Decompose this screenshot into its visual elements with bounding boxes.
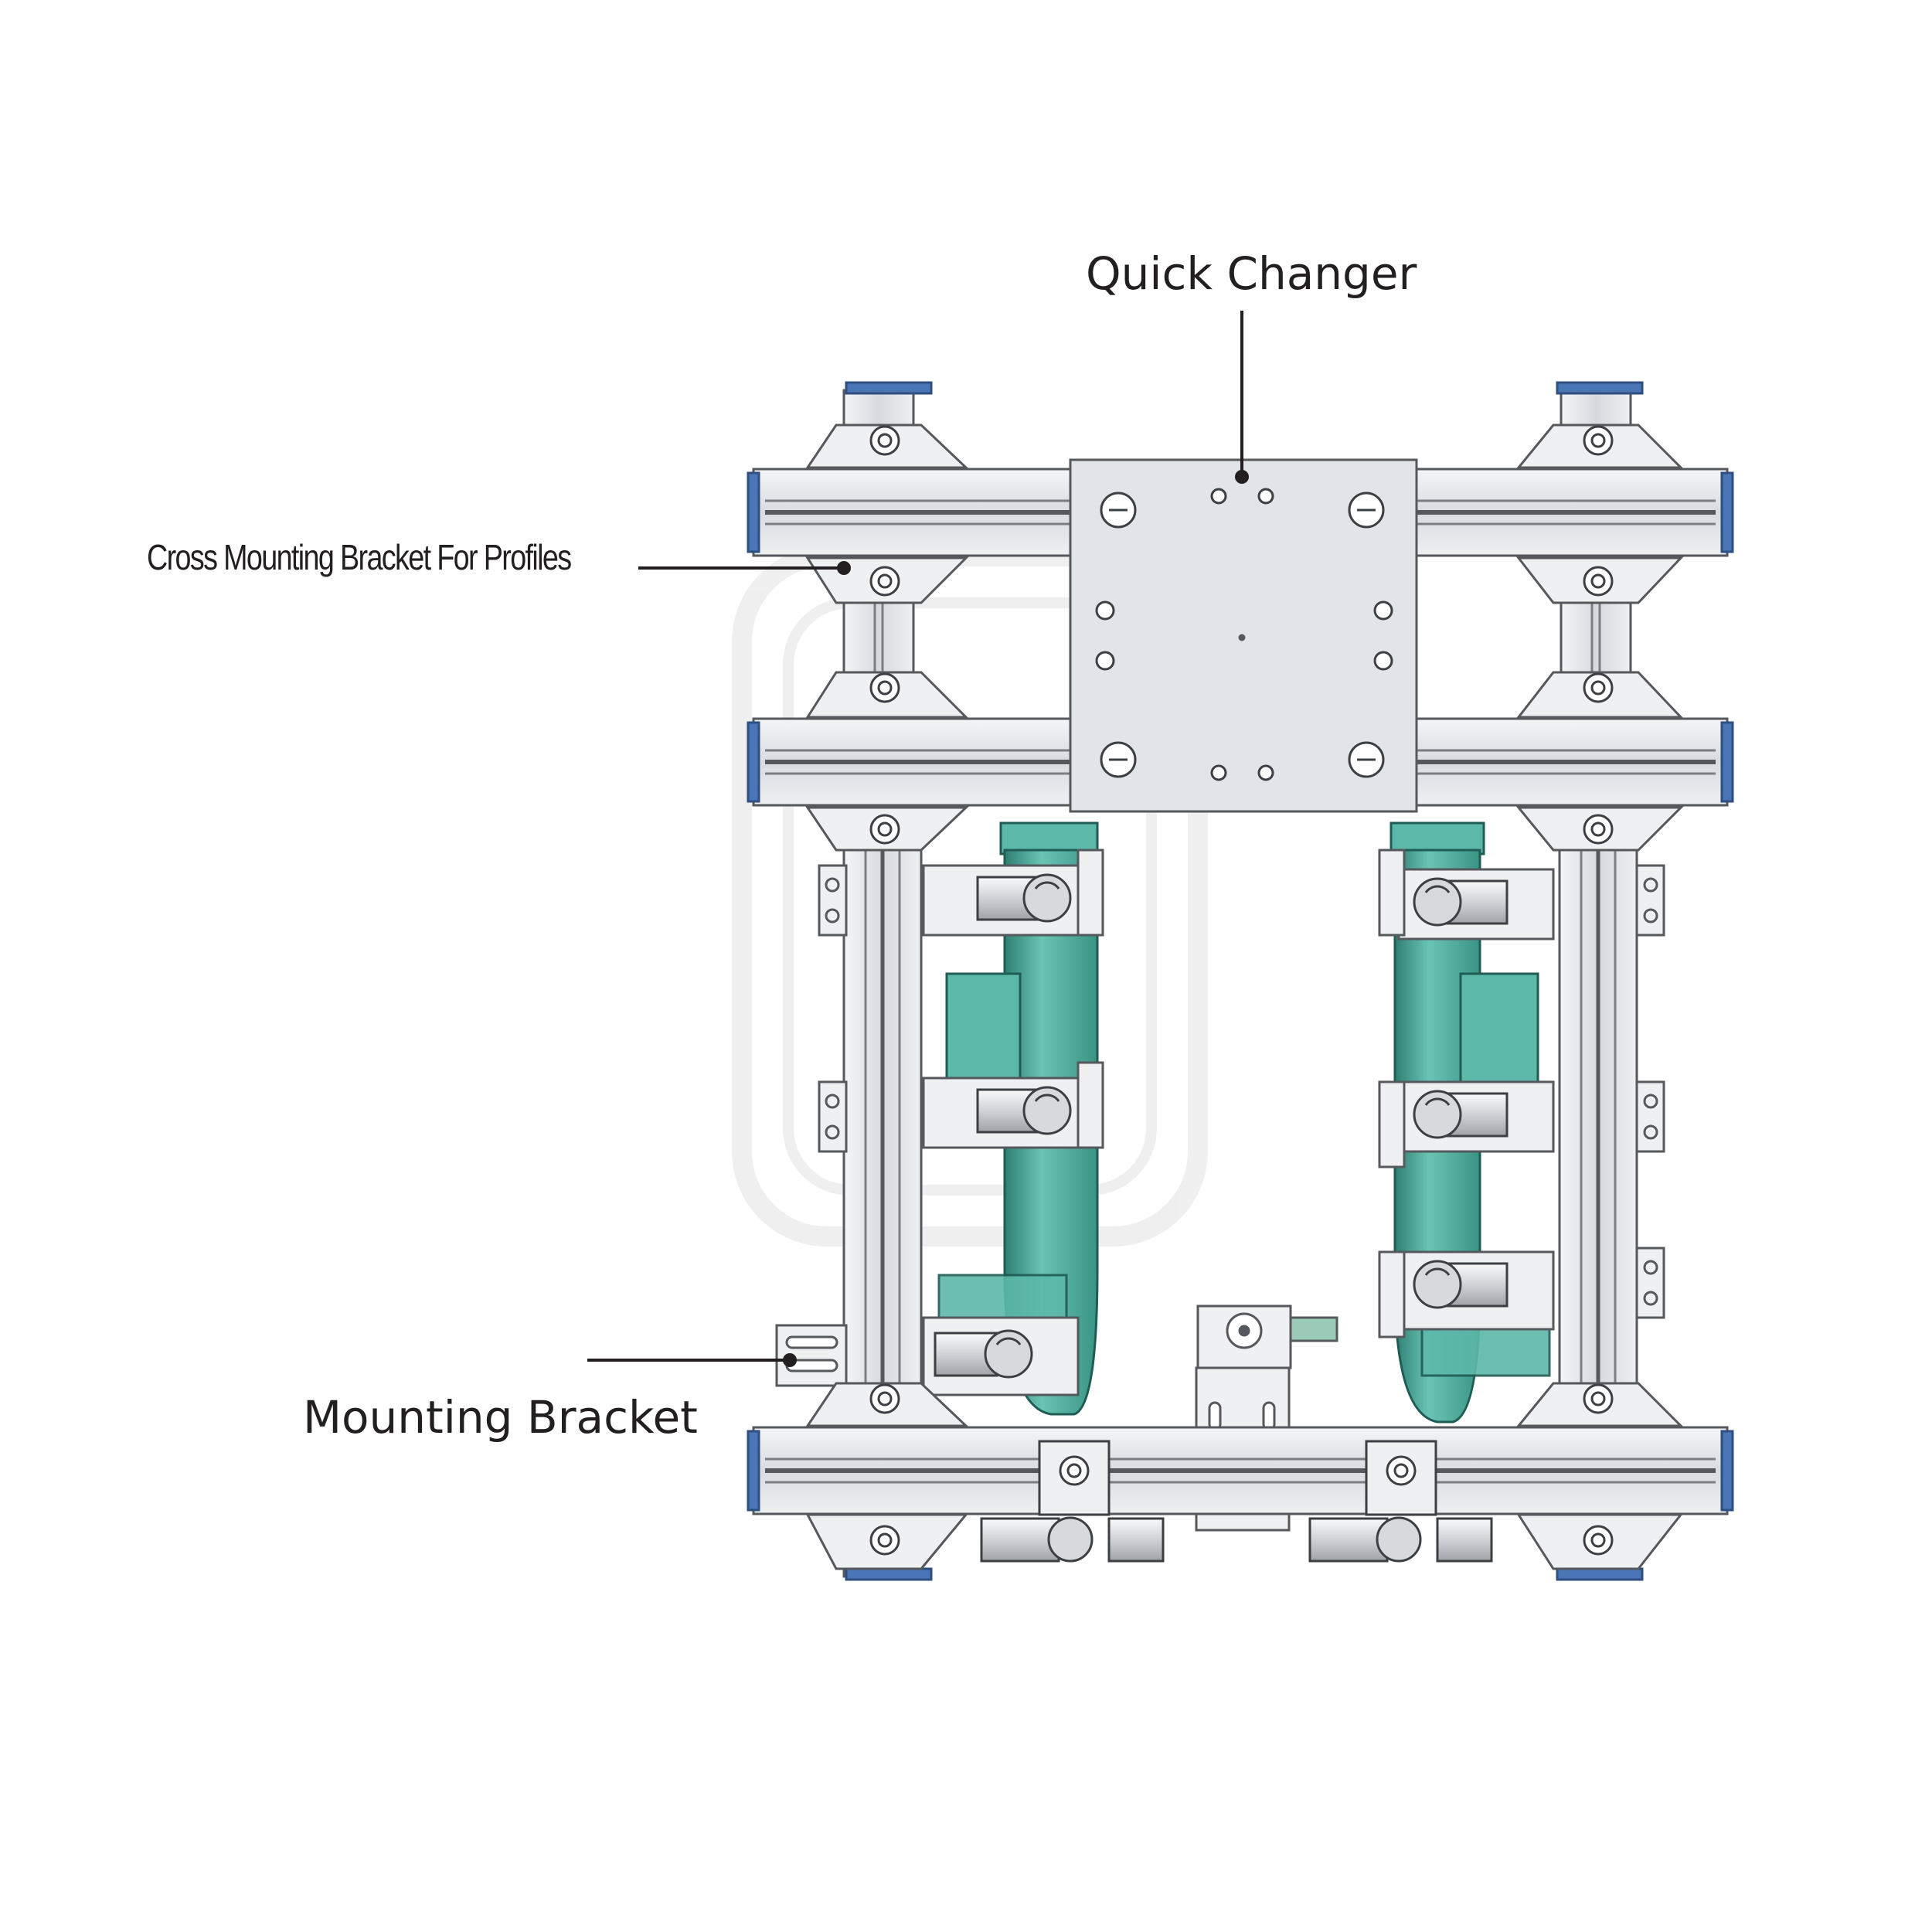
quick-changer-plate [1069,458,1418,813]
clamp-icon [976,873,1072,923]
upright-end-caps [845,381,1644,1581]
clamp-icon [934,1329,1033,1379]
toggle-clamps [934,873,1509,1379]
side-tabs [818,864,1665,1319]
bottom-clamps [980,1440,1493,1563]
clamp-icon [976,1086,1072,1135]
bolt-icon [869,425,1614,1556]
profile-end-caps [747,471,1734,1512]
clamp-icon [1413,1090,1509,1139]
clamp-icon [1413,1260,1509,1309]
clamp-icon [1413,877,1509,927]
mounting-bracket-part [775,1324,848,1387]
leader-lines [587,311,1249,1367]
quick-changer-label: Quick Changer [1086,247,1417,300]
mounting-bracket-label: Mounting Bracket [303,1391,698,1444]
cross-mounting-bracket-label: Cross Mounting Bracket For Profiles [147,537,572,577]
